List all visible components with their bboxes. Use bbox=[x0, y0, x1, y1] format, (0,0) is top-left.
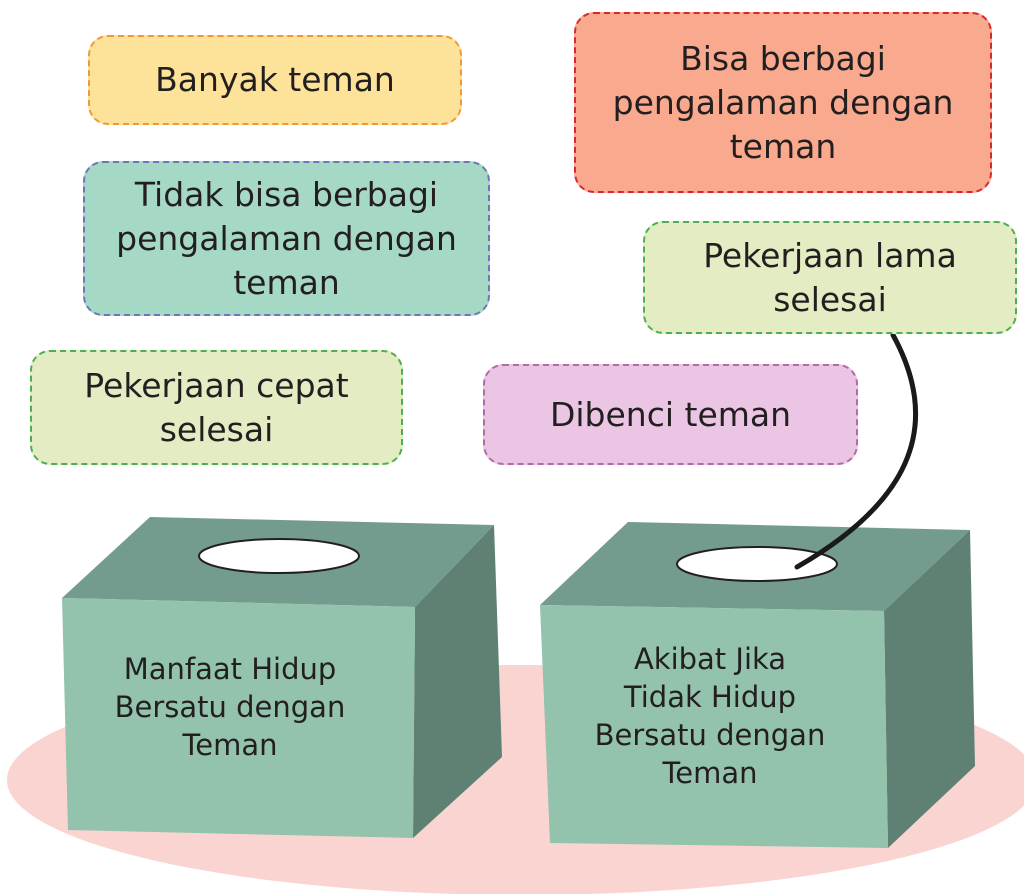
left-box-front bbox=[62, 598, 415, 838]
card-bisa-berbagi[interactable]: Bisa berbagi pengalaman dengan teman bbox=[574, 12, 992, 193]
card-tidak-bisa-berbagi[interactable]: Tidak bisa berbagi pengalaman dengan tem… bbox=[83, 161, 490, 316]
card-banyak-teman[interactable]: Banyak teman bbox=[88, 35, 462, 125]
left-box-label: Manfaat Hidup Bersatu dengan Teman bbox=[114, 652, 346, 762]
card-dibenci-teman[interactable]: Dibenci teman bbox=[483, 364, 858, 465]
right-box bbox=[540, 522, 975, 848]
right-box-side bbox=[884, 530, 975, 848]
card-pekerjaan-lama-selesai[interactable]: Pekerjaan lama selesai bbox=[643, 221, 1017, 334]
card-pekerjaan-cepat-selesai[interactable]: Pekerjaan cepat selesai bbox=[30, 350, 403, 465]
left-box-slot bbox=[198, 538, 360, 574]
left-box-side bbox=[413, 525, 502, 838]
right-box-label: Akibat Jika Tidak Hidup Bersatu dengan T… bbox=[594, 642, 826, 790]
right-box-slot bbox=[676, 546, 838, 582]
left-box bbox=[62, 517, 502, 838]
connector-line bbox=[794, 332, 919, 570]
right-box-front bbox=[540, 605, 888, 848]
